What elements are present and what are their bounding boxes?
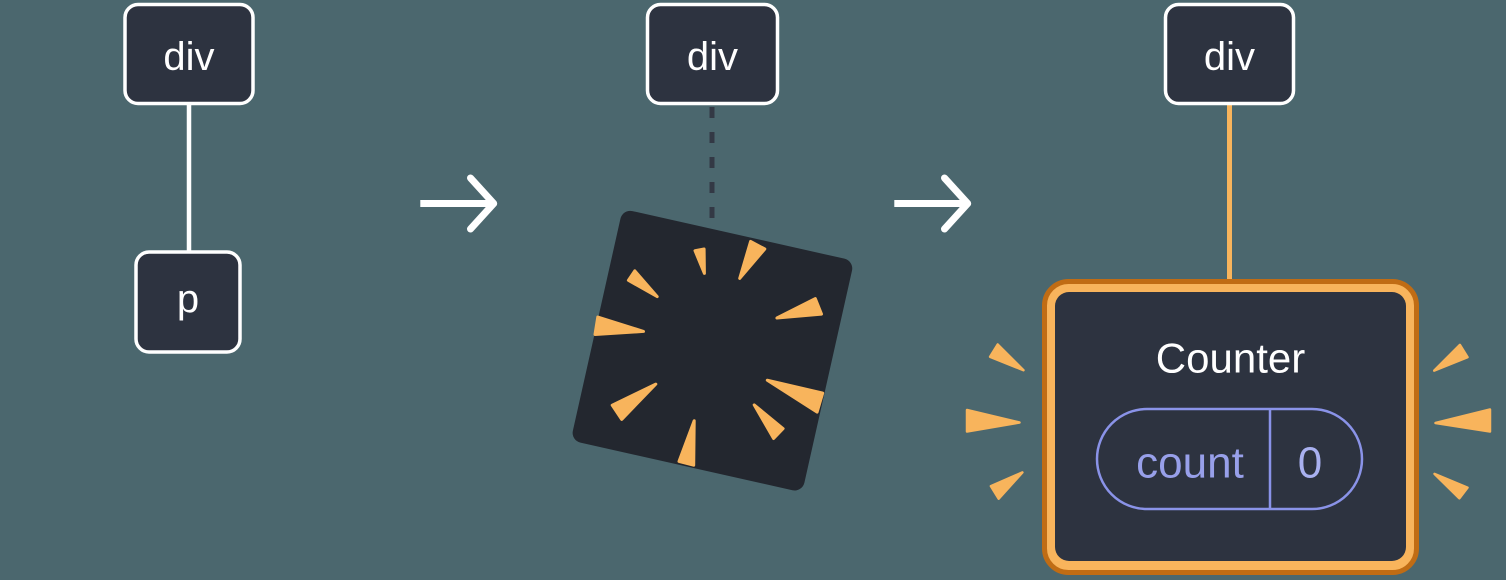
svg-text:div: div	[1204, 35, 1255, 79]
svg-text:div: div	[687, 35, 738, 79]
svg-text:div: div	[163, 35, 214, 79]
svg-text:Counter: Counter	[1156, 335, 1305, 382]
svg-text:count: count	[1136, 439, 1244, 488]
svg-text:0: 0	[1298, 439, 1322, 488]
svg-text:p: p	[177, 277, 199, 321]
